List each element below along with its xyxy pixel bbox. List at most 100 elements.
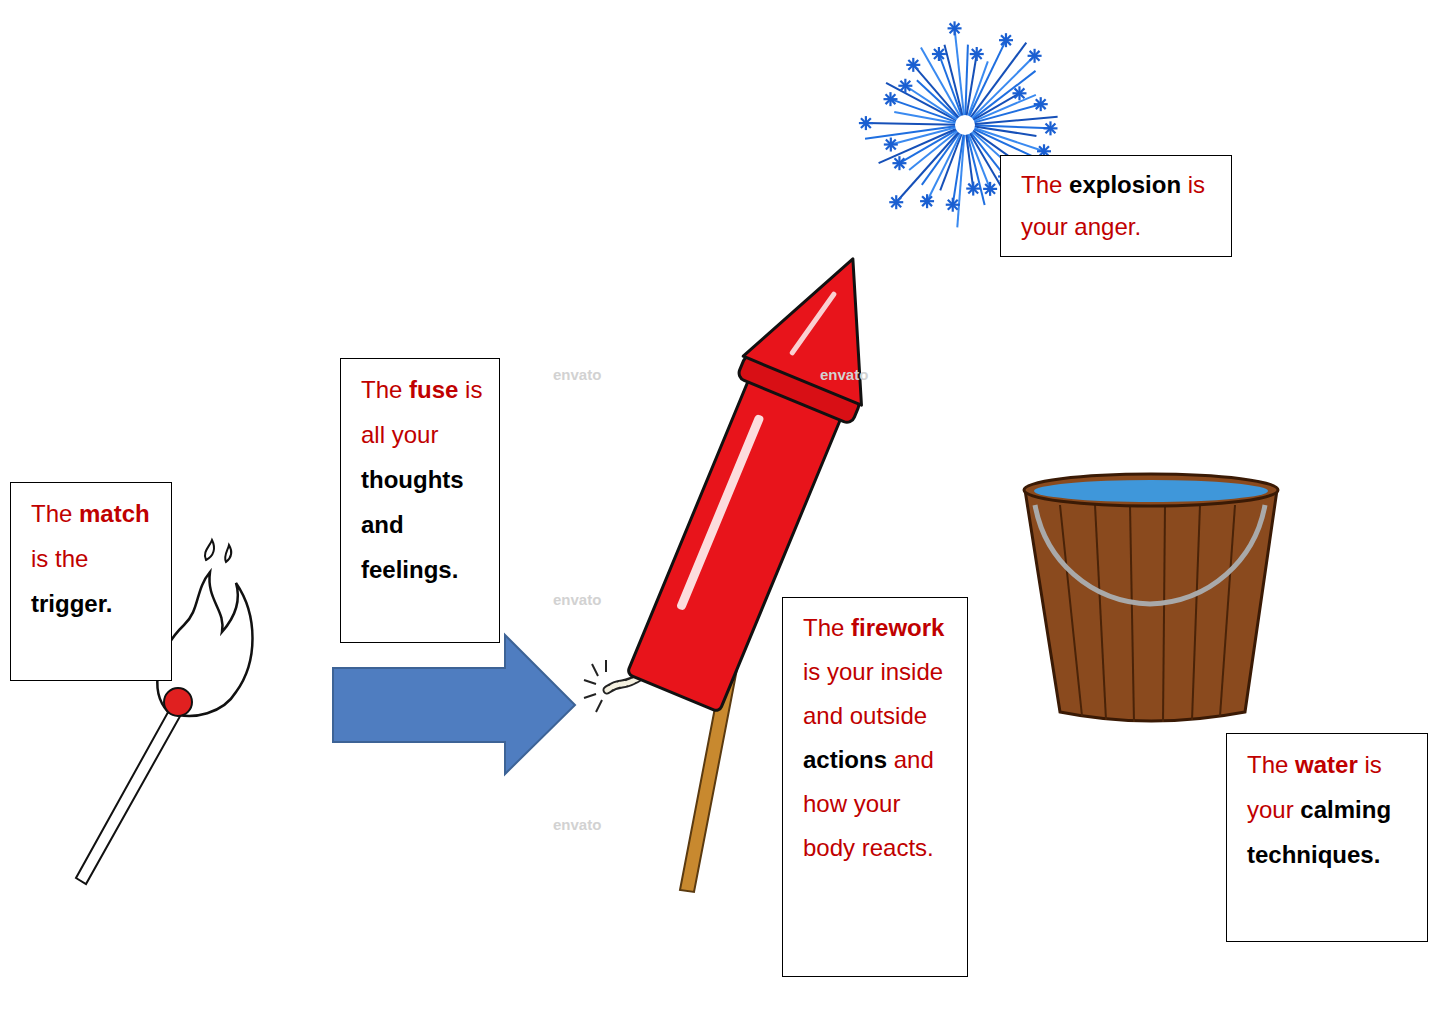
text-word: is (465, 376, 482, 403)
burst-star (999, 33, 1013, 47)
text-word: The (1021, 171, 1062, 198)
burst-ray (955, 28, 965, 117)
star-spike (948, 200, 958, 210)
text-word: and (803, 702, 843, 729)
water (1034, 480, 1268, 502)
burst-star (892, 156, 906, 170)
burst-star (920, 194, 934, 208)
text-word: inside (880, 658, 943, 685)
rocket-highlight (676, 414, 765, 611)
text-word: all (361, 421, 385, 448)
burst-star (883, 92, 897, 106)
burst-star (1028, 49, 1042, 63)
text-box: The explosion is your anger. (1000, 155, 1232, 257)
rocket-body (627, 378, 842, 712)
box-text: The fuse is all your thoughts and feelin… (361, 367, 487, 592)
text-word: and (361, 511, 404, 538)
bucket-body (1025, 490, 1277, 721)
text-word: The (361, 376, 402, 403)
burst-ray (970, 43, 1027, 119)
burst-star (948, 21, 962, 35)
star-spike (1036, 99, 1046, 109)
text-word: trigger. (31, 590, 112, 617)
star-spike (891, 197, 901, 207)
text-word: body (803, 834, 855, 861)
watermark: envato (820, 366, 868, 383)
text-box: The firework is your inside and outside … (782, 597, 968, 977)
star-spike (922, 196, 932, 206)
burst-ray (905, 86, 958, 121)
text-word: is (31, 545, 48, 572)
flame-drop (205, 540, 214, 560)
star-spike (950, 23, 960, 33)
star-spike (968, 184, 978, 194)
text-word: water (1295, 751, 1358, 778)
star-spike (934, 49, 944, 59)
watermark: envato (553, 816, 601, 833)
text-box: The water is your calming techniques. (1226, 733, 1428, 942)
burst-star (1012, 86, 1026, 100)
burst-star (983, 182, 997, 196)
burst-ray (909, 130, 959, 170)
burst-ray (966, 133, 973, 189)
burst-ray (971, 71, 1035, 120)
text-word: The (803, 614, 844, 641)
text-word: anger. (1074, 213, 1141, 240)
text-word: firework (851, 614, 944, 641)
star-spike (1030, 51, 1040, 61)
watermark: envato (553, 591, 601, 608)
text-word: feelings. (361, 556, 458, 583)
text-word: actions (803, 746, 887, 773)
burst-star (859, 116, 873, 130)
text-word: The (31, 500, 72, 527)
match-stick (76, 705, 183, 884)
star-spike (908, 60, 918, 70)
burst-ray (917, 80, 959, 119)
box-text: The firework is your inside and outside … (803, 606, 955, 870)
burst-star (898, 79, 912, 93)
burst-star (884, 138, 898, 152)
text-word: techniques. (1247, 841, 1380, 868)
star-spike (972, 49, 982, 59)
text-box: The match is the trigger. (10, 482, 172, 681)
text-word: is (803, 658, 820, 685)
text-word: calming (1300, 796, 1391, 823)
star-spike (1046, 123, 1056, 133)
text-word: thoughts (361, 466, 464, 493)
watermark: envato (553, 366, 601, 383)
text-word: and (894, 746, 934, 773)
burst-ray (865, 126, 957, 139)
match-head (164, 688, 192, 716)
star-spike (985, 184, 995, 194)
text-word: The (1247, 751, 1288, 778)
star-spike (861, 118, 871, 128)
burst-star (932, 47, 946, 61)
text-word: fuse (409, 376, 458, 403)
text-word: your (1021, 213, 1068, 240)
star-spike (886, 94, 896, 104)
firework-drawing (584, 234, 912, 892)
bucket-drawing (1024, 474, 1278, 722)
text-word: is (1364, 751, 1381, 778)
text-word: how (803, 790, 847, 817)
text-word: your (854, 790, 901, 817)
cone-highlight (792, 288, 834, 359)
star-spike (886, 140, 896, 150)
text-word: is (1188, 171, 1205, 198)
star-spike (900, 81, 910, 91)
burst-star (966, 182, 980, 196)
text-word: reacts. (862, 834, 934, 861)
text-word: the (55, 545, 88, 572)
flame-drop (225, 545, 231, 562)
burst-star (906, 58, 920, 72)
text-word: your (392, 421, 439, 448)
burst-star (889, 195, 903, 209)
burst-ray (866, 123, 957, 125)
burst-ray (879, 128, 958, 163)
box-text: The match is the trigger. (31, 491, 159, 626)
burst-center (955, 115, 975, 135)
burst-star (1043, 121, 1057, 135)
burst-ray (973, 117, 1058, 124)
